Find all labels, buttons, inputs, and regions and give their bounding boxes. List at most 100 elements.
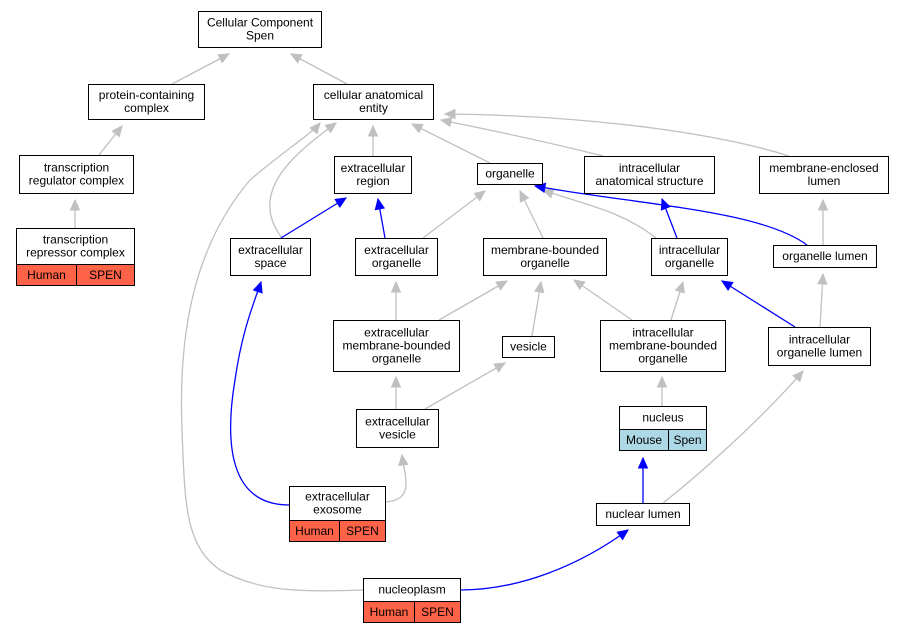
arrow-head-icon <box>519 189 530 203</box>
arrow-head-icon <box>410 123 424 134</box>
part-of-edge-line <box>534 185 808 246</box>
arrow-head-icon <box>572 279 586 291</box>
edge-intracellular-organelle-to-organelle <box>541 188 657 239</box>
node-label-line: complex <box>124 101 169 115</box>
arrow-head-icon <box>656 375 668 388</box>
edge-organelle-lumen-to-membrane-enclosed-lumen <box>817 198 829 245</box>
is-a-edge-line <box>422 190 486 239</box>
arrow-head-icon <box>69 198 81 211</box>
node-label-line: membrane-bounded <box>609 339 717 353</box>
edge-extracellular-region-to-cellular-anatomical-entity <box>367 124 379 156</box>
node-box <box>759 156 889 194</box>
edge-membrane-bounded-organelle-to-organelle <box>519 189 544 239</box>
node-box <box>600 320 726 372</box>
node-box <box>477 163 543 185</box>
annotation-tag-cell <box>668 429 707 451</box>
part-of-edge-line <box>459 529 629 591</box>
gene-tag-label: SPEN <box>89 268 122 282</box>
arrow-head-icon <box>439 116 453 128</box>
is-a-edge-line <box>438 280 508 321</box>
edge-extracellular-space-to-cellular-anatomical-entity <box>269 122 337 239</box>
node-label-line: space <box>254 256 286 270</box>
node-label-line: extracellular <box>305 490 370 504</box>
node-label-line: extracellular <box>365 415 430 429</box>
node-label-line: cellular anatomical <box>324 88 423 102</box>
edge-membrane-enclosed-lumen-to-cellular-anatomical-entity <box>443 108 790 157</box>
node-nuclear-lumen[interactable]: nuclear lumen <box>596 503 690 526</box>
is-a-edge-line <box>444 113 790 157</box>
arrow-head-icon <box>111 125 123 138</box>
is-a-edge-line <box>290 53 348 85</box>
edge-vesicle-to-membrane-bounded-organelle <box>531 280 545 337</box>
node-label-line: regulator complex <box>29 174 124 188</box>
species-tag-label: Mouse <box>626 433 662 447</box>
node-label-line: organelle lumen <box>777 346 862 360</box>
node-label-line: organelle <box>520 256 570 270</box>
arrow-head-icon <box>289 53 303 64</box>
edge-organelle-to-cellular-anatomical-entity <box>410 123 491 164</box>
arrow-head-icon <box>217 53 231 64</box>
arrow-head-icon <box>817 272 828 285</box>
node-label-line: organelle <box>638 352 688 366</box>
node-box <box>19 155 134 194</box>
arrow-head-icon <box>720 280 734 292</box>
node-label-line: vesicle <box>510 340 547 354</box>
arrow-head-icon <box>637 456 649 469</box>
is-a-edge-line <box>573 279 633 321</box>
node-organelle-lumen[interactable]: organelle lumen <box>773 245 877 268</box>
gene-tag-label: SPEN <box>421 605 454 619</box>
arrow-head-icon <box>309 122 321 135</box>
node-label-line: repressor complex <box>26 246 125 260</box>
arrow-head-icon <box>493 362 507 373</box>
node-box <box>502 336 555 358</box>
species-tag-label: Human <box>27 268 66 282</box>
species-tag-label: Human <box>370 605 409 619</box>
edge-intracellular-mb-organelle-to-membrane-bounded-organelle <box>572 279 633 321</box>
edge-nuclear-lumen-to-intracellular-organelle-lumen <box>662 370 804 504</box>
node-box <box>230 238 311 276</box>
arrow-head-icon <box>390 375 402 388</box>
edge-extracellular-space-to-extracellular-region <box>280 197 348 239</box>
node-label-line: membrane-bounded <box>342 339 450 353</box>
node-label-line: organelle <box>485 167 535 181</box>
part-of-edge-line <box>280 197 347 239</box>
edge-nucleoplasm-to-nuclear-lumen <box>459 529 629 591</box>
node-box <box>334 156 412 194</box>
node-label-line: anatomical structure <box>595 174 703 188</box>
gene-tag-label: SPEN <box>346 524 379 538</box>
is-a-edge-line <box>542 189 657 239</box>
arrow-head-icon <box>398 453 409 467</box>
node-label-line: transcription <box>43 233 108 247</box>
node-box <box>483 238 607 276</box>
node-organelle[interactable]: organelle <box>477 163 543 185</box>
node-vesicle[interactable]: vesicle <box>502 336 555 358</box>
edge-protein-complex-to-root <box>171 53 231 85</box>
species-tag-label: Human <box>295 524 334 538</box>
arrow-head-icon <box>443 108 456 120</box>
arrow-head-icon <box>367 124 379 137</box>
annotation-tag-cell <box>414 601 461 623</box>
node-label-line: extracellular <box>341 161 406 175</box>
node-label-line: membrane-bounded <box>491 243 599 257</box>
